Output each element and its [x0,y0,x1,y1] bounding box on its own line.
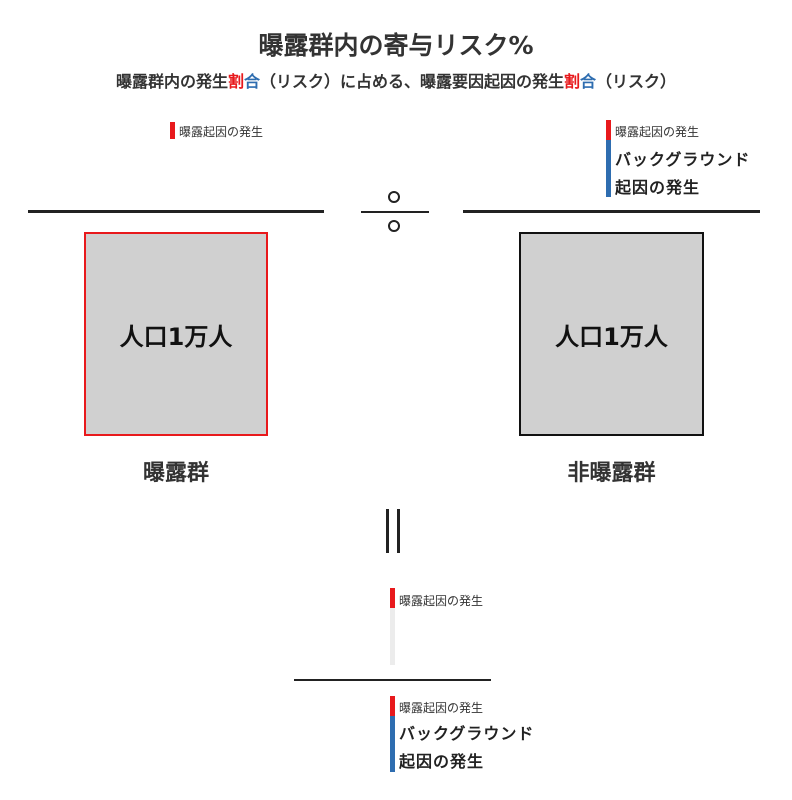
right-exposure-label: 曝露起因の発生 [615,125,700,139]
right-background-bar [606,140,611,197]
subtitle-text-3: （リスク） [596,72,677,91]
left-exposure-label: 曝露起因の発生 [179,125,264,139]
right-exposure-bar [606,120,611,140]
division-dot-bottom [388,220,400,232]
result-numerator-label: 曝露起因の発生 [399,594,484,608]
result-denominator-exposure-bar [390,696,395,716]
subtitle-highlight-red-1: 割 [227,72,244,91]
subtitle-highlight-red-2: 割 [564,72,581,91]
subtitle-text-1: 曝露群内の発生 [115,72,228,91]
result-denominator-background-bar [390,716,395,772]
unexposed-population-text: 人口1万人 [555,322,668,351]
unexposed-group-label: 非曝露群 [567,461,656,486]
exposed-population-box: 人口1万人 [84,232,268,436]
right-fraction-line [463,210,760,213]
diagram-subtitle: 曝露群内の発生割合（リスク）に占める、曝露要因起因の発生割合（リスク） [0,68,792,92]
division-dot-top [388,191,400,203]
subtitle-highlight-blue-2: 合 [580,72,597,91]
equals-bar-left [386,509,389,553]
left-fraction-line [28,210,324,213]
diagram-title: 曝露群内の寄与リスク% [258,31,534,60]
exposed-group-label: 曝露群 [142,461,209,486]
result-denominator-background-label: バックグラウンド [399,724,535,743]
subtitle-text-2: （リスク）に占める、曝露要因起因の発生 [259,72,564,91]
unexposed-population-box: 人口1万人 [519,232,704,436]
result-fraction-line [294,679,491,681]
result-exposure-bar [390,588,395,608]
result-empty-bar [390,608,395,665]
subtitle-highlight-blue-1: 合 [243,72,260,91]
exposed-population-text: 人口1万人 [119,322,233,351]
result-denominator-background-label-2: 起因の発生 [399,752,485,771]
equals-bar-right [397,509,400,553]
right-background-label-2: 起因の発生 [615,178,701,197]
right-background-label: バックグラウンド [615,150,751,169]
division-line [361,211,429,213]
result-denominator-exposure-label: 曝露起因の発生 [399,701,484,715]
left-exposure-bar [170,122,175,139]
